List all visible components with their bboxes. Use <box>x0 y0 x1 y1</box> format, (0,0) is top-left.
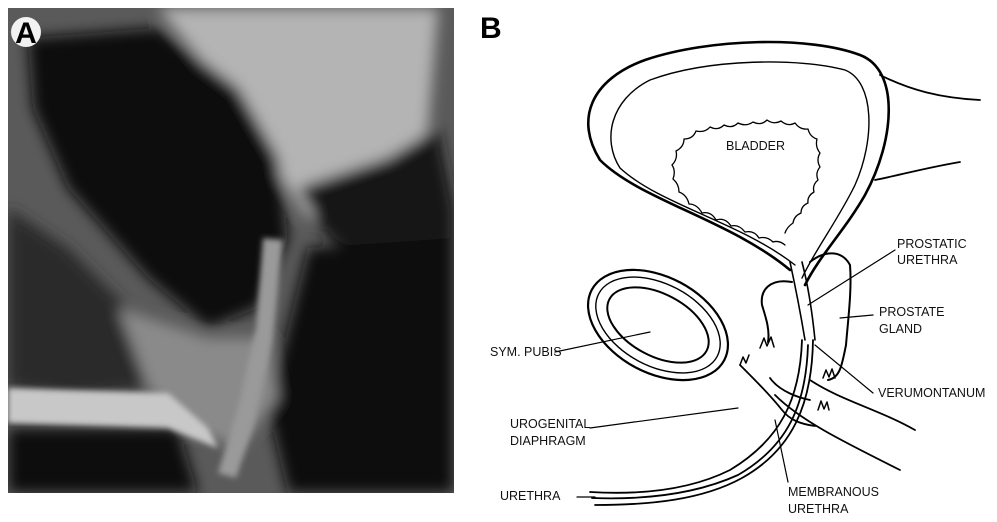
urethra-line-1 <box>590 340 802 493</box>
leader-urogenital <box>590 408 738 428</box>
panel-b-letter: B <box>480 12 502 45</box>
label-prostate-gland-1: PROSTATE <box>879 305 945 319</box>
prostate-left-lobe <box>762 281 792 342</box>
label-urethra: URETHRA <box>500 489 561 503</box>
label-verumontanum: VERUMONTANUM <box>878 386 985 400</box>
prostatic-urethra <box>790 262 805 340</box>
label-bladder: BLADDER <box>726 139 785 153</box>
radiograph-image: A <box>8 8 454 493</box>
label-membranous-2: URETHRA <box>788 502 849 516</box>
leader-prostate-gland <box>840 315 873 318</box>
label-urogenital-2: DIAPHRAGM <box>510 434 586 448</box>
label-membranous-1: MEMBRANOUS <box>788 485 879 499</box>
label-urogenital-1: UROGENITAL <box>510 417 590 431</box>
label-prostatic-urethra-1: PROSTATIC <box>897 237 967 251</box>
anatomy-diagram: B <box>470 0 997 522</box>
prostate-right-lobe <box>810 253 851 380</box>
bladder-outer-wall <box>588 42 888 285</box>
label-prostate-gland-2: GLAND <box>879 322 922 336</box>
label-prostatic-urethra-2: URETHRA <box>897 253 958 267</box>
panel-a-letter: A <box>15 17 37 50</box>
symphysis-pubis <box>569 247 747 402</box>
label-sym-pubis: SYM. PUBIS <box>490 345 562 359</box>
